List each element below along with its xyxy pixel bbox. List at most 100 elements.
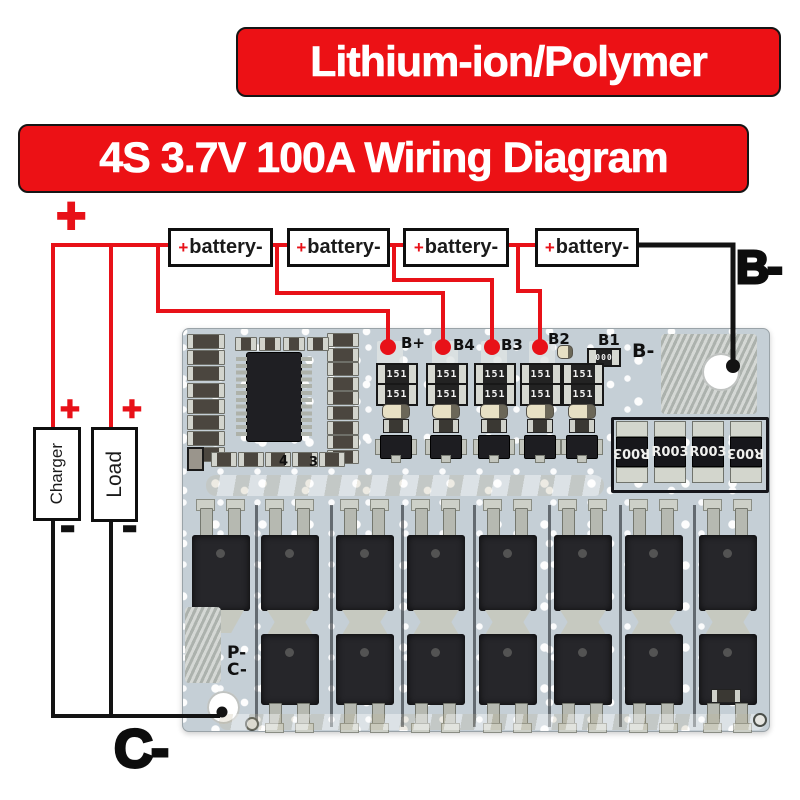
battery-name-label: battery-: [189, 236, 263, 258]
resistor-cap: [654, 467, 686, 483]
channel-resistor-label: 151: [530, 369, 552, 380]
resistor-cap: [730, 467, 762, 483]
via-hole: [753, 713, 767, 727]
smd-capacitor: [187, 447, 204, 471]
battery-name-label: battery-: [307, 236, 381, 258]
channel-diode: [382, 404, 410, 419]
bottom-tinned-strip: [219, 714, 765, 730]
resistor-body: R003: [689, 437, 727, 467]
smd-resistor: [265, 452, 291, 467]
mosfet-body: [407, 535, 465, 611]
channel-resistor: 151: [426, 363, 468, 386]
copper-gap-line: [473, 505, 476, 727]
bminus-terminal-label: B-: [735, 240, 784, 295]
mosfet-pad: [558, 723, 577, 733]
smd-resistor: [187, 382, 225, 398]
b4-tap-wire: [275, 245, 445, 340]
transistor-leg: [441, 455, 451, 463]
resistor-body: R003: [727, 437, 765, 467]
mosfet-pad: [265, 723, 284, 733]
jumper-label: 000: [595, 353, 613, 362]
channel-resistor-label: 151: [436, 389, 458, 400]
smd-resistor: [327, 406, 359, 420]
smd-resistor: [327, 362, 359, 377]
channel-small-resistor: [527, 419, 553, 433]
load-box: Load: [91, 427, 138, 522]
channel-small-resistor: [383, 419, 409, 433]
charger-label: Charger: [47, 443, 66, 505]
resistor-cap: [654, 421, 686, 437]
tinned-strip: [206, 475, 604, 496]
battery-box: +battery-: [287, 228, 390, 267]
channel-diode: [568, 404, 596, 419]
pad-label-bplus: B+: [401, 334, 426, 352]
mosfet-tab: [560, 621, 606, 635]
smd-resistor: [238, 452, 264, 467]
copper-gap-line: [619, 505, 622, 727]
charger-plus-label: +: [59, 389, 80, 429]
battery-name-label: battery-: [555, 236, 630, 258]
sense-resistor: R003: [727, 421, 765, 483]
mosfet-tab: [485, 621, 531, 635]
mosfet-pad: [588, 723, 607, 733]
smd-resistor: [307, 337, 329, 351]
channel-resistor-label: 151: [386, 369, 408, 380]
mosfet-body: [336, 634, 394, 705]
channel-resistor-label: 151: [572, 389, 594, 400]
channel-resistor: 151: [376, 363, 418, 386]
mosfet-tab: [705, 621, 751, 635]
ic-pins-left: [236, 357, 247, 437]
channel-resistor-label: 151: [572, 369, 594, 380]
pad-label-b4: B4: [453, 336, 475, 354]
channel-resistor-label: 151: [484, 369, 506, 380]
battery-box: +battery-: [403, 228, 509, 267]
channel-resistor-label: 151: [436, 369, 458, 380]
red-wires: [51, 243, 633, 429]
pad-label-b1: B1: [598, 331, 620, 349]
bottom-smd: [711, 689, 741, 703]
bminus-wire: [633, 242, 736, 362]
resistor-body: R003: [651, 437, 689, 467]
copper-gap-line: [330, 505, 333, 727]
channel-small-resistor: [433, 419, 459, 433]
smd-resistor: [187, 415, 225, 430]
mosfet-pad: [629, 723, 648, 733]
mosfet-body: [554, 634, 612, 705]
ic-pins-right: [301, 357, 312, 437]
smd-resistor: [327, 376, 359, 391]
channel-diode: [432, 404, 460, 419]
smd-resistor: [259, 337, 281, 351]
resistor-cap: [730, 421, 762, 437]
red-solder-pads: [380, 339, 548, 355]
channel-diode: [480, 404, 508, 419]
mosfet-pad: [370, 723, 389, 733]
mosfet-pad: [483, 723, 502, 733]
channel-resistor-label: 151: [530, 389, 552, 400]
resistor-body: R003: [613, 437, 651, 467]
channel-small-resistor: [481, 419, 507, 433]
silk-number-4: 4: [279, 454, 289, 469]
pad-label-b3: B3: [501, 336, 523, 354]
smd-resistor: [283, 337, 305, 351]
mosfet-tab: [631, 621, 677, 635]
pad-label-b2: B2: [548, 330, 570, 348]
smd-resistor: [187, 334, 225, 349]
battery-plus-label: +: [296, 237, 307, 257]
b3-tap-wire: [392, 245, 494, 340]
smd-resistor: [292, 452, 318, 467]
mosfet-pad: [411, 723, 430, 733]
mosfet-body: [479, 535, 537, 611]
silk-pminus: P-: [227, 643, 247, 663]
smd-resistor: [327, 420, 359, 435]
main-ic-chip: [247, 353, 301, 441]
resistor-cap: [692, 467, 724, 483]
bminus-bare-pad: [661, 334, 757, 414]
copper-gap-line: [693, 505, 696, 727]
mosfet-body: [261, 535, 319, 611]
load-label: Load: [102, 451, 126, 498]
mosfet-body: [261, 634, 319, 705]
mosfet-pad: [513, 723, 532, 733]
